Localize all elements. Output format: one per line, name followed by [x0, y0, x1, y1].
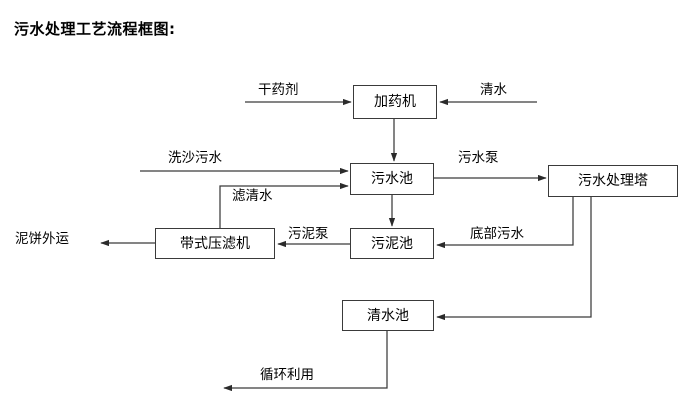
- node-dosing-machine[interactable]: 加药机: [353, 85, 437, 119]
- edge-label-mud-cake-out: 泥饼外运: [15, 231, 69, 247]
- edge-tower-to-clear-water-pool: [436, 197, 592, 321]
- node-belt-filter[interactable]: 带式压滤机: [155, 228, 275, 259]
- edge-label-sludge-pump: 污泥泵: [288, 226, 329, 242]
- node-sludge-pool[interactable]: 污泥池: [350, 228, 434, 259]
- node-label: 污水池: [371, 171, 413, 187]
- page-title: 污水处理工艺流程框图:: [14, 20, 176, 38]
- edge-label-clean-water: 清水: [480, 82, 507, 98]
- node-label: 清水池: [367, 307, 409, 324]
- edge-label-filtered-water: 滤清水: [232, 188, 273, 204]
- node-treatment-tower[interactable]: 污水处理塔: [548, 165, 678, 197]
- node-label: 污泥池: [371, 235, 413, 252]
- edge-label-dry-reagent: 干药剂: [258, 82, 299, 98]
- edge-label-bottom-sewage: 底部污水: [470, 226, 524, 242]
- node-clear-water-pool[interactable]: 清水池: [342, 300, 434, 331]
- node-label: 带式压滤机: [180, 235, 250, 252]
- node-sewage-pool[interactable]: 污水池: [350, 163, 434, 195]
- edge-label-sand-wash-sewage: 洗沙污水: [168, 150, 222, 166]
- edge-label-sewage-pump: 污水泵: [458, 150, 499, 166]
- node-label: 加药机: [374, 94, 416, 110]
- node-label: 污水处理塔: [578, 173, 648, 189]
- edge-label-recycle-use: 循环利用: [260, 367, 314, 383]
